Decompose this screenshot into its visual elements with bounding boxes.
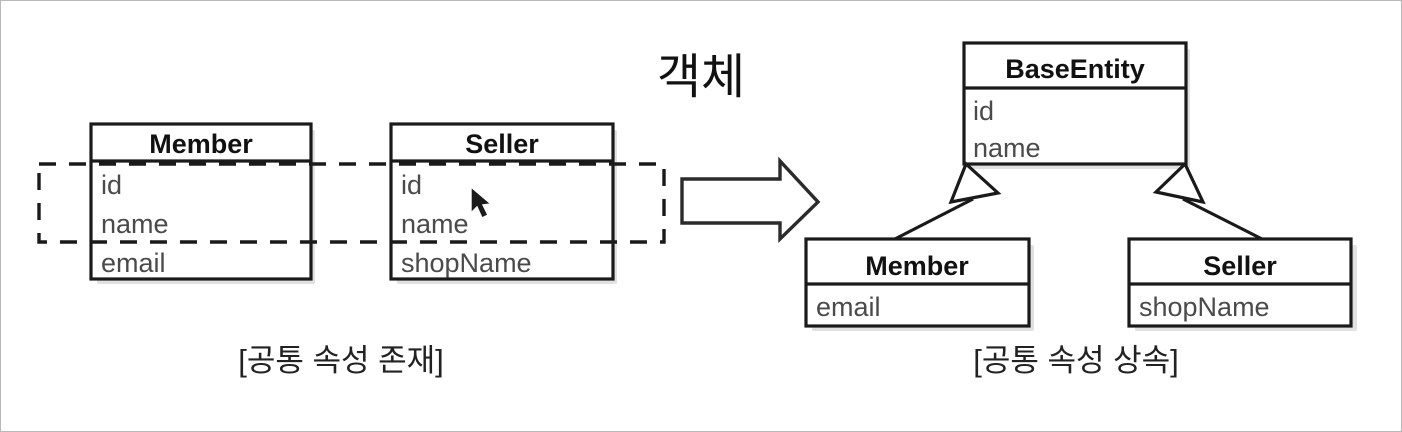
- baseentity-attr-name: name: [973, 133, 1041, 163]
- right-member-title: Member: [865, 251, 969, 281]
- baseentity-attr-id: id: [973, 96, 994, 126]
- right-member-attr-email: email: [816, 292, 881, 322]
- page-title: 객체: [657, 51, 745, 104]
- left-member-title: Member: [149, 129, 253, 159]
- left-member-attr-name: name: [101, 209, 169, 239]
- left-member-attr-id: id: [101, 170, 122, 200]
- right-seller-title: Seller: [1203, 251, 1277, 281]
- right-class-baseentity[interactable]: BaseEntity id name: [962, 41, 1188, 166]
- left-panel-caption: [공통 속성 존재]: [238, 343, 444, 378]
- left-seller-attr-id: id: [401, 170, 422, 200]
- left-class-member[interactable]: Member id name email: [89, 122, 313, 281]
- left-class-seller[interactable]: Seller id name shopName: [389, 122, 615, 281]
- generalization-seller-to-baseentity: [1152, 161, 1267, 243]
- left-member-attr-email: email: [101, 248, 166, 278]
- left-seller-title: Seller: [465, 129, 539, 159]
- right-block-arrow: [680, 156, 821, 244]
- mouse-pointer-icon: [470, 185, 493, 219]
- right-class-seller[interactable]: Seller shopName: [1127, 237, 1353, 328]
- right-seller-attr-shopname: shopName: [1139, 292, 1270, 322]
- baseentity-title: BaseEntity: [1005, 54, 1145, 84]
- right-panel-caption: [공통 속성 상속]: [973, 343, 1179, 378]
- generalization-member-to-baseentity: [890, 161, 1002, 243]
- common-attributes-selection-box: [37, 162, 666, 244]
- left-seller-attr-shopname: shopName: [401, 248, 532, 278]
- left-seller-attr-name: name: [401, 209, 469, 239]
- right-class-member[interactable]: Member email: [804, 237, 1031, 328]
